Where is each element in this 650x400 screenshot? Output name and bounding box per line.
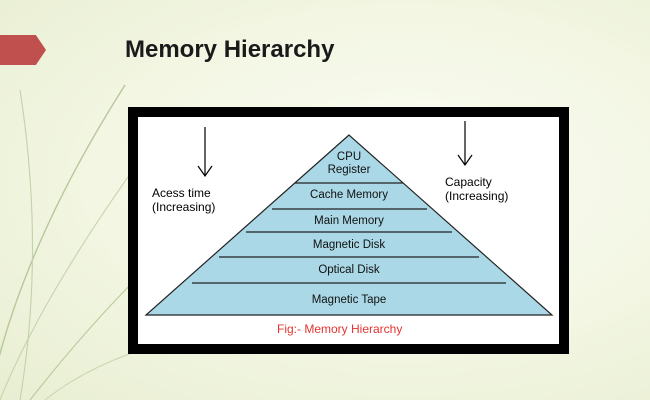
level-cpu-register: CPU Register: [327, 151, 371, 176]
slide-title: Memory Hierarchy: [125, 36, 335, 63]
figure-caption: Fig:- Memory Hierarchy: [277, 322, 403, 336]
capacity-arrow-head: [457, 154, 473, 167]
title-accent-tab: [0, 35, 46, 65]
capacity-label: Capacity (Increasing): [445, 175, 509, 203]
access-time-label: Acess time (Increasing): [152, 186, 216, 214]
access-time-arrow-head: [197, 165, 213, 178]
level-cache-memory: Cache Memory: [310, 189, 388, 201]
level-magnetic-disk: Magnetic Disk: [312, 239, 386, 251]
level-magnetic-tape: Magnetic Tape: [311, 294, 387, 306]
level-optical-disk: Optical Disk: [318, 264, 380, 276]
level-main-memory: Main Memory: [314, 215, 384, 227]
pyramid: [144, 134, 554, 316]
